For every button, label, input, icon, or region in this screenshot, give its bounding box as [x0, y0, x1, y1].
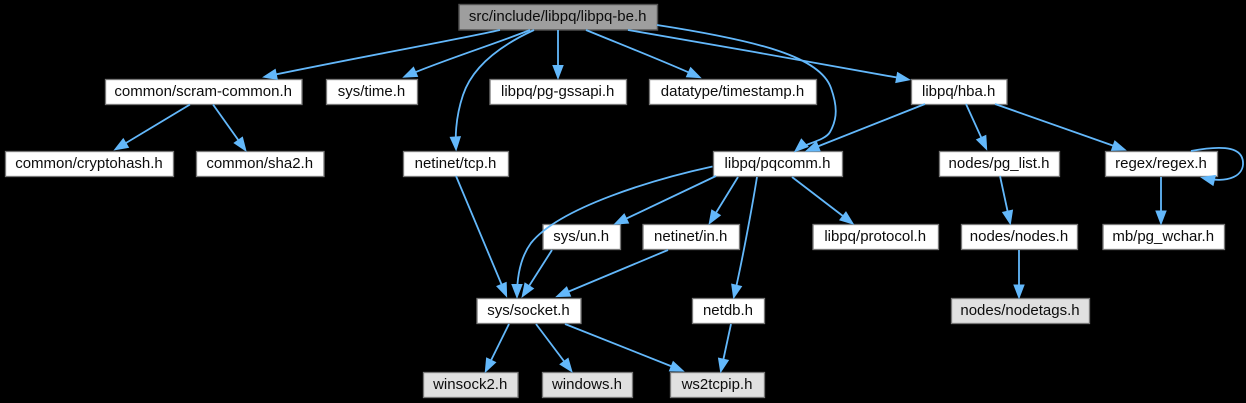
svg-text:mb/pg_wchar.h: mb/pg_wchar.h	[1112, 228, 1214, 245]
svg-text:libpq/pg-gssapi.h: libpq/pg-gssapi.h	[501, 83, 614, 100]
svg-text:ws2tcpip.h: ws2tcpip.h	[681, 376, 753, 393]
svg-text:netinet/tcp.h: netinet/tcp.h	[415, 155, 497, 172]
svg-text:netinet/in.h: netinet/in.h	[654, 228, 727, 245]
svg-text:windows.h: windows.h	[551, 376, 622, 393]
svg-text:libpq/hba.h: libpq/hba.h	[922, 83, 995, 100]
svg-text:common/scram-common.h: common/scram-common.h	[114, 83, 292, 100]
svg-text:regex/regex.h: regex/regex.h	[1115, 155, 1207, 172]
svg-text:nodes/nodetags.h: nodes/nodetags.h	[960, 302, 1079, 319]
svg-text:common/cryptohash.h: common/cryptohash.h	[15, 155, 163, 172]
svg-text:winsock2.h: winsock2.h	[432, 376, 507, 393]
svg-text:sys/un.h: sys/un.h	[553, 228, 609, 245]
svg-text:sys/socket.h: sys/socket.h	[487, 302, 570, 319]
svg-text:src/include/libpq/libpq-be.h: src/include/libpq/libpq-be.h	[469, 8, 647, 25]
svg-text:libpq/pqcomm.h: libpq/pqcomm.h	[725, 155, 831, 172]
svg-text:nodes/pg_list.h: nodes/pg_list.h	[949, 155, 1050, 172]
svg-text:sys/time.h: sys/time.h	[338, 83, 406, 100]
svg-text:datatype/timestamp.h: datatype/timestamp.h	[661, 83, 804, 100]
svg-text:nodes/nodes.h: nodes/nodes.h	[970, 228, 1068, 245]
svg-text:common/sha2.h: common/sha2.h	[206, 155, 313, 172]
svg-text:netdb.h: netdb.h	[703, 302, 753, 319]
svg-text:libpq/protocol.h: libpq/protocol.h	[824, 228, 926, 245]
